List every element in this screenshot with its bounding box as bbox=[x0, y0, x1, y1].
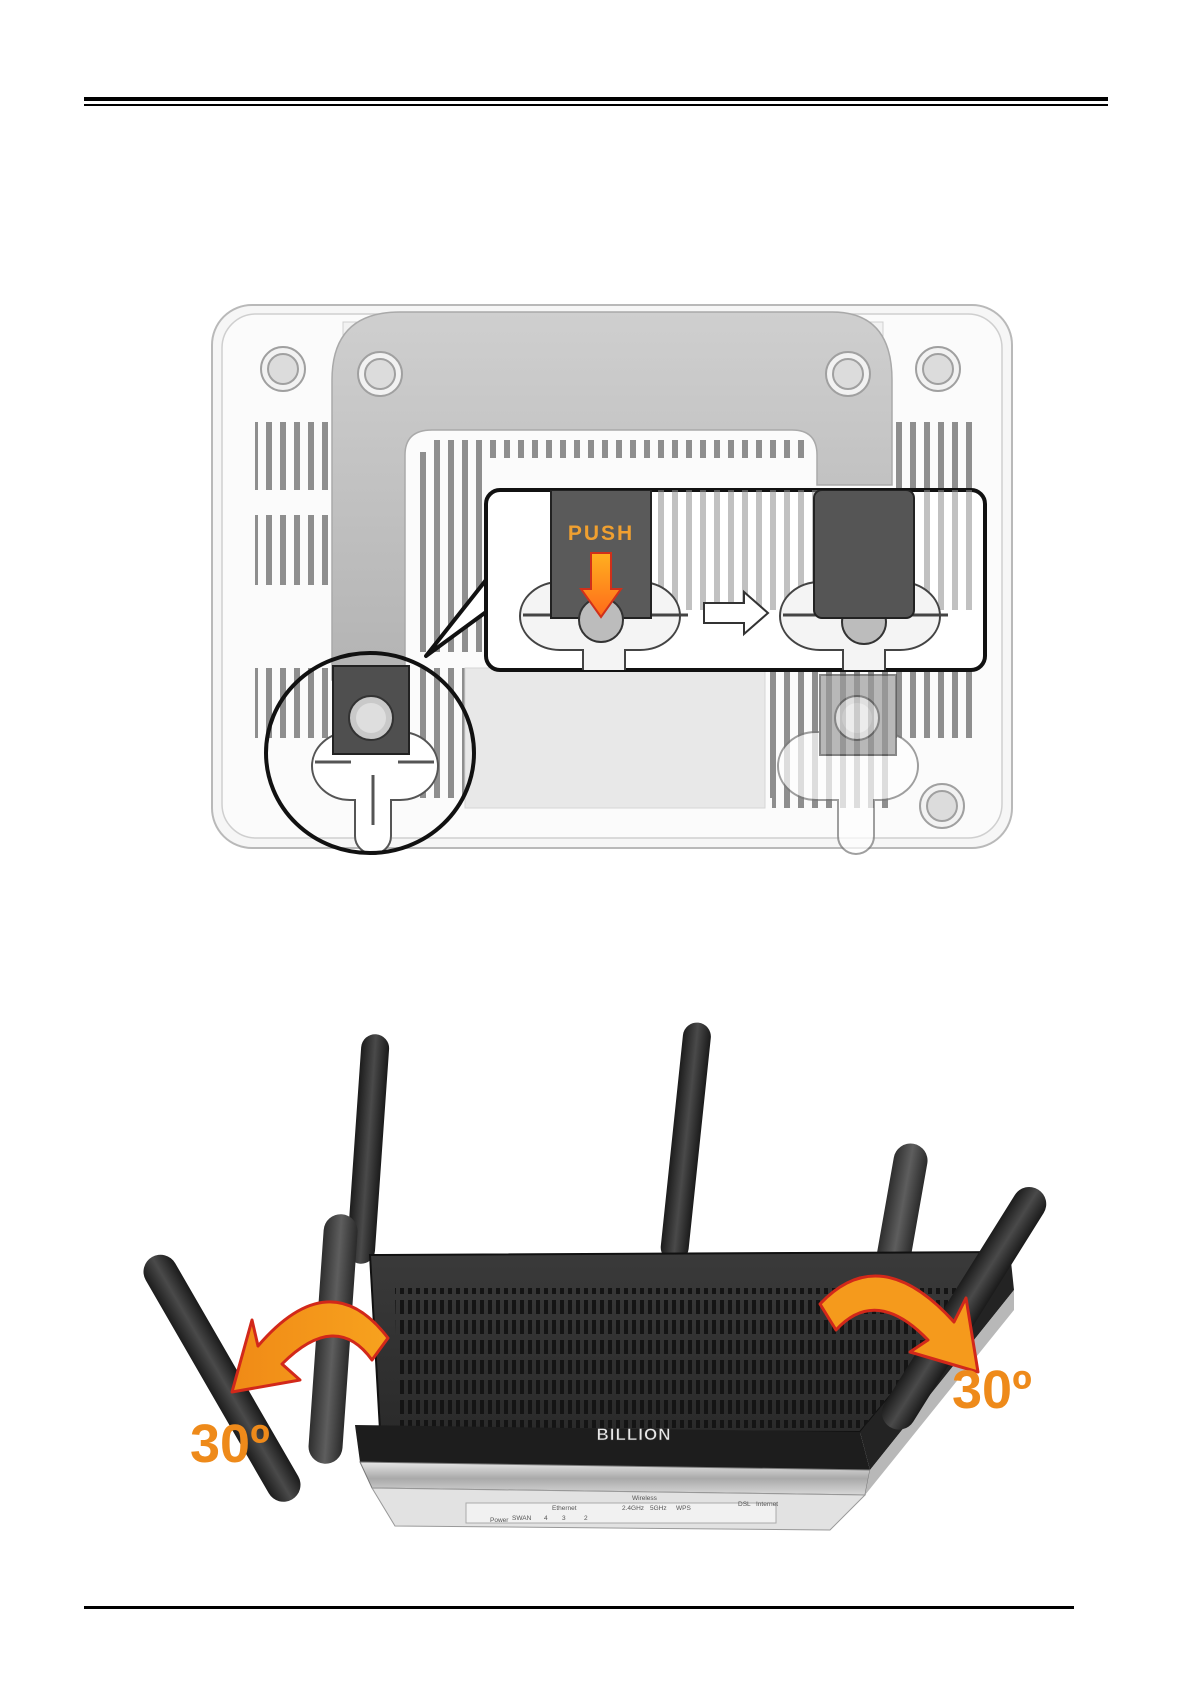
led-label: Internet bbox=[756, 1501, 778, 1508]
led-label: SWAN bbox=[512, 1515, 532, 1522]
led-label: Ethernet bbox=[552, 1505, 577, 1512]
brand-logo: BILLION bbox=[597, 1425, 672, 1444]
led-label: 2.4GHz bbox=[622, 1505, 644, 1512]
left-angle-label: 30º bbox=[190, 1414, 270, 1474]
led-label: 3 bbox=[562, 1515, 566, 1522]
led-label: Wireless bbox=[632, 1495, 658, 1502]
right-angle-label: 30º bbox=[952, 1360, 1032, 1420]
led-label: DSL bbox=[738, 1501, 751, 1508]
led-label: 2 bbox=[584, 1515, 588, 1522]
footer-rule bbox=[84, 1606, 1074, 1609]
led-label: 5GHz bbox=[650, 1505, 667, 1512]
led-label: WPS bbox=[676, 1505, 691, 1512]
led-label: 4 bbox=[544, 1515, 548, 1522]
rotate-left-arrow-icon bbox=[232, 1302, 388, 1392]
led-label: Power bbox=[490, 1517, 509, 1524]
